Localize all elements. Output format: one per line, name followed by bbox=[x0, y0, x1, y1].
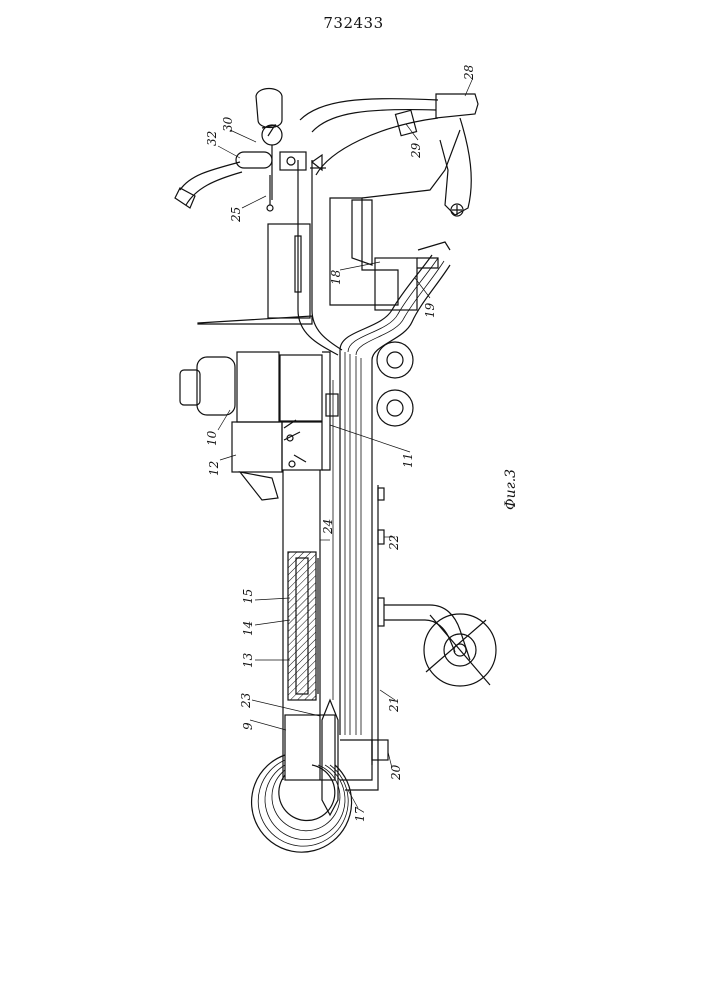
handle-assembly bbox=[175, 89, 326, 212]
label-12: 12 bbox=[207, 461, 221, 476]
belt-bracket-upper bbox=[378, 488, 384, 500]
bracket-18 bbox=[375, 258, 417, 310]
foot-plate bbox=[198, 316, 312, 324]
main-belt-assembly bbox=[340, 255, 450, 765]
label-21: 21 bbox=[387, 697, 401, 713]
label-28: 28 bbox=[462, 64, 476, 81]
label-14: 14 bbox=[241, 621, 255, 636]
drive-housing bbox=[237, 352, 279, 422]
label-17: 17 bbox=[353, 806, 367, 822]
belt-bracket-lower bbox=[378, 598, 384, 626]
label-20: 20 bbox=[389, 764, 403, 781]
label-10: 10 bbox=[205, 430, 219, 446]
label-15: 15 bbox=[241, 589, 255, 604]
knurled-grip-30 bbox=[236, 152, 272, 168]
patent-number: 732433 bbox=[0, 14, 707, 32]
gear-housing-11 bbox=[282, 422, 322, 470]
support-wheel bbox=[384, 605, 496, 686]
handle-knob bbox=[256, 89, 282, 128]
label-25: 25 bbox=[229, 207, 243, 223]
label-32: 32 bbox=[205, 131, 219, 146]
label-18: 18 bbox=[329, 269, 343, 285]
knurled-grip-28 bbox=[436, 94, 478, 118]
guide-rollers bbox=[377, 342, 413, 426]
label-13: 13 bbox=[241, 652, 255, 668]
label-23: 23 bbox=[239, 692, 253, 709]
label-24: 24 bbox=[321, 519, 335, 535]
belt-bracket-22 bbox=[378, 530, 384, 544]
label-29: 29 bbox=[409, 142, 423, 159]
column-block bbox=[268, 224, 310, 318]
drive-unit bbox=[180, 352, 338, 500]
label-11: 11 bbox=[401, 453, 415, 468]
label-30: 30 bbox=[221, 116, 235, 132]
drive-housing-right bbox=[280, 355, 322, 421]
handle-clamp bbox=[280, 152, 306, 170]
label-22: 22 bbox=[387, 535, 401, 551]
figure-caption: Фиг.3 bbox=[503, 469, 519, 510]
head-housing bbox=[330, 198, 398, 305]
label-9: 9 bbox=[241, 722, 255, 730]
label-19: 19 bbox=[423, 302, 437, 318]
spring-screw-assembly bbox=[288, 552, 318, 700]
gear-housing-12 bbox=[232, 422, 282, 472]
drive-motor-10 bbox=[197, 357, 235, 415]
grip-32 bbox=[175, 188, 195, 208]
lever-pin-29 bbox=[395, 110, 416, 135]
clamp-20 bbox=[372, 740, 388, 760]
